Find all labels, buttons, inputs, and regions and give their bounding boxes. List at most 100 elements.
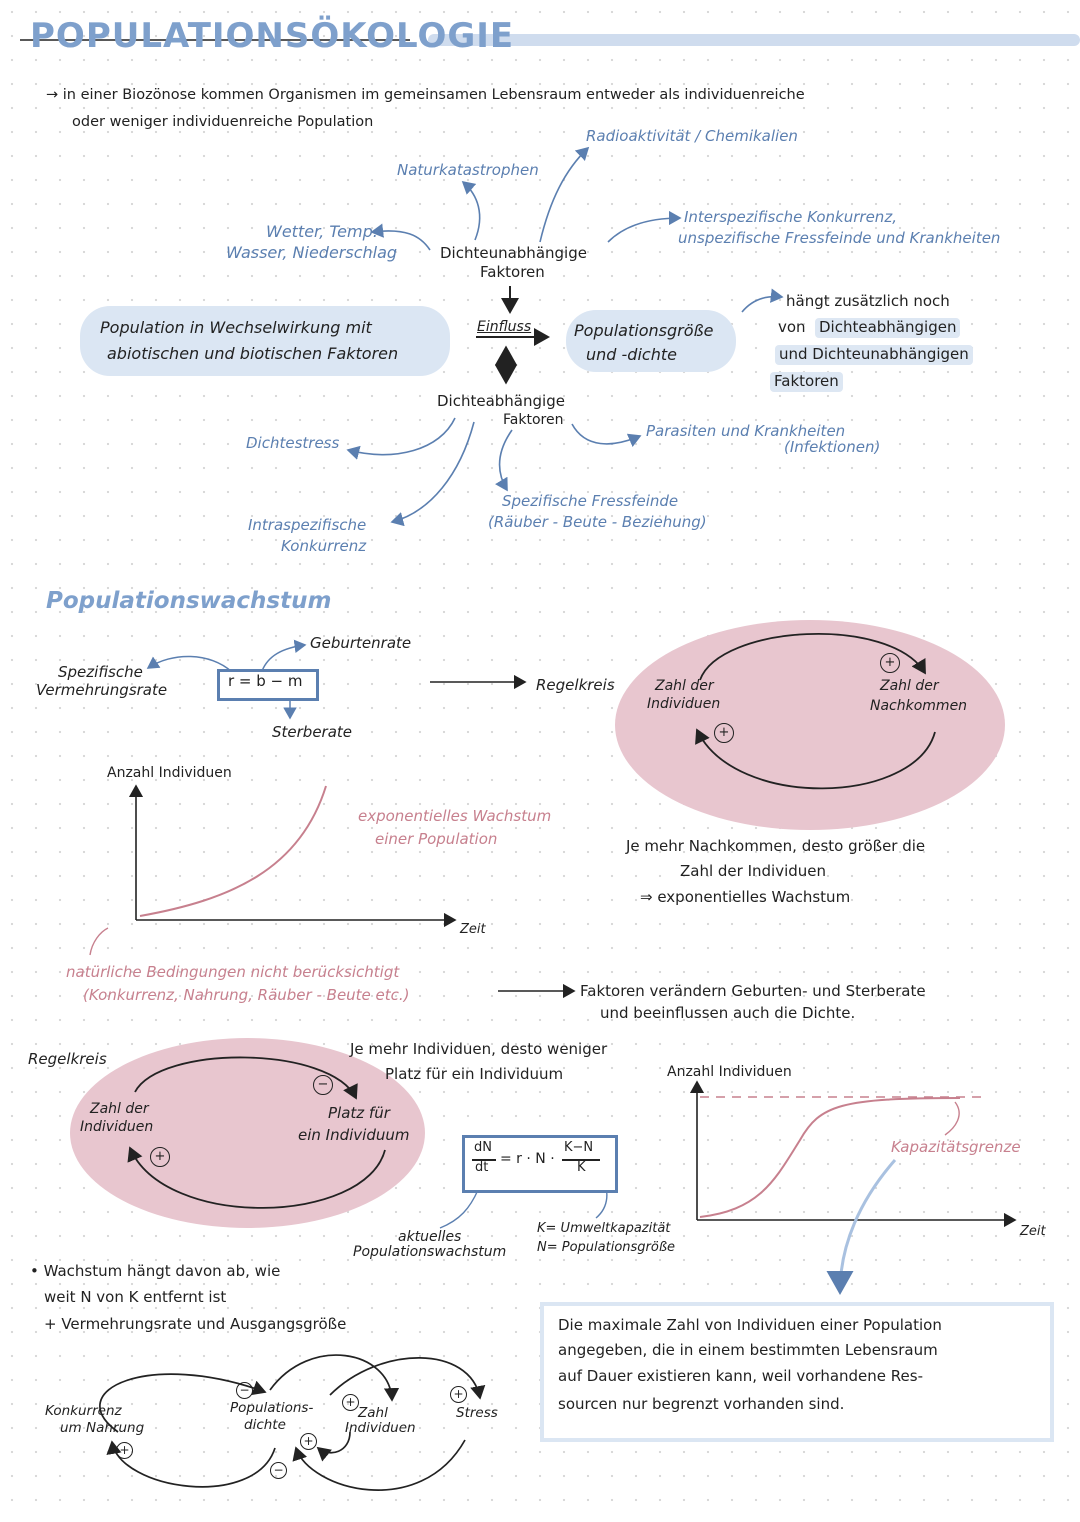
label-haengt4: Faktoren	[770, 372, 843, 392]
loop1-left-2: Individuen	[647, 696, 721, 712]
definition-line4: sourcen nur begrenzt vorhanden sind.	[558, 1395, 845, 1413]
label-unspezifisch: unspezifische Fressfeinde und Krankheite…	[678, 229, 1001, 247]
label-vermehrungsrate: Vermehrungsrate	[36, 681, 168, 699]
label-regelkreis2: Regelkreis	[28, 1050, 107, 1068]
label-spezifische: Spezifische	[58, 663, 143, 681]
label-radioaktiv: Radioaktivität / Chemikalien	[586, 127, 798, 145]
loop1-plus-top: +	[880, 653, 900, 673]
label-haengt3: und Dichteunabhängigen	[775, 345, 973, 365]
arrow-kapazitaet-def	[826, 1159, 897, 1295]
label-faktoren1: Faktoren verändern Geburten- und Sterber…	[580, 982, 926, 1000]
arrow-natuerlich	[89, 927, 109, 956]
label-intra2: Konkurrenz	[281, 537, 367, 555]
formula-K: K	[577, 1160, 586, 1175]
label-popgroesse2: und -dichte	[586, 345, 677, 364]
definition-line2: angegeben, die in einem bestimmten Leben…	[558, 1341, 938, 1359]
label-bullet3: + Vermehrungsrate und Ausgangsgröße	[44, 1315, 347, 1333]
label-interspezifisch: Interspezifische Konkurrenz,	[684, 208, 897, 226]
label-exp1: exponentielles Wachstum	[358, 807, 552, 825]
loop1-left-1: Zahl der	[655, 678, 714, 694]
label-wechselwirkung1: Population in Wechselwirkung mit	[100, 318, 372, 337]
loop2-right-2: ein Individuum	[298, 1126, 410, 1144]
label-je1: Je mehr Nachkommen, desto größer die	[626, 837, 926, 855]
loop2-bottom-arrow	[127, 1146, 386, 1209]
formula-bar1	[472, 1159, 496, 1161]
bottom-zahl1: Zahl	[358, 1405, 388, 1421]
formula-box-logistic	[462, 1135, 618, 1193]
bottom-arc2	[106, 1440, 276, 1488]
formula-box-r	[217, 669, 319, 701]
label-dichteabhaengige: Dichteabhängige	[437, 392, 565, 410]
bottom-arc5	[329, 1357, 486, 1400]
arrow-spez	[495, 429, 513, 492]
label-dichteunabhaengige: Dichteunabhängige	[440, 244, 587, 262]
arrow-intra	[390, 421, 475, 527]
label-naturkatastrophen: Naturkatastrophen	[397, 161, 539, 179]
graph1-xlabel: Zeit	[460, 922, 486, 937]
bottom-arc6	[292, 1439, 466, 1491]
bottom-pop2: dichte	[244, 1417, 286, 1433]
definition-box	[540, 1302, 1054, 1442]
label-einfluss: Einfluss	[477, 319, 532, 335]
loop2-minus: −	[313, 1075, 333, 1095]
loop1-right-1: Zahl der	[880, 678, 939, 694]
graph2-ylabel: Anzahl Individuen	[667, 1064, 792, 1080]
loop2-top-arrow	[134, 1056, 358, 1100]
bottom-plus3: +	[116, 1442, 133, 1459]
intro-line1: → in einer Biozönose kommen Organismen i…	[46, 87, 805, 103]
label-natuerlich1: natürliche Bedingungen nicht berücksicht…	[66, 963, 400, 981]
label-dichtestress: Dichtestress	[246, 434, 340, 452]
label-spezifisch1: Spezifische Fressfeinde	[502, 492, 679, 510]
bottom-plus2: +	[450, 1386, 467, 1403]
label-haengt2b: Dichteabhängigen	[815, 318, 961, 338]
bottom-plus1: +	[342, 1394, 359, 1411]
graph2-curve	[699, 1097, 961, 1218]
page-title: POPULATIONSÖKOLOGIE	[30, 16, 515, 56]
regelkreis1-cloud	[615, 620, 1005, 830]
label-kdef: K= Umweltkapazität	[537, 1221, 671, 1236]
label-aktuelles2: Populationswachstum	[353, 1244, 507, 1260]
label-faktoren2: und beeinflussen auch die Dichte.	[600, 1004, 856, 1022]
loop2-plus: +	[150, 1147, 170, 1167]
label-regelkreis1: Regelkreis	[536, 676, 615, 694]
definition-line3: auf Dauer existieren kann, weil vorhande…	[558, 1367, 923, 1385]
arrow-natur	[461, 180, 481, 241]
label-je-mehr1: Je mehr Individuen, desto weniger	[350, 1040, 608, 1058]
arrow-parasiten	[571, 423, 642, 448]
formula-dt: dt	[475, 1160, 489, 1175]
arrow-inter	[607, 210, 682, 243]
graph1-ylabel: Anzahl Individuen	[107, 765, 232, 781]
label-bullet2: weit N von K entfernt ist	[44, 1288, 227, 1306]
label-wetter2: Wasser, Niederschlag	[226, 243, 398, 262]
label-sterberate: Sterberate	[272, 723, 353, 741]
label-spezifisch2: (Räuber - Beute - Beziehung)	[488, 513, 707, 531]
arrow-dichtestress	[346, 417, 456, 460]
bottom-plus4: +	[300, 1433, 317, 1450]
formula-bar2	[562, 1159, 600, 1161]
wechselwirkung-cloud	[80, 306, 450, 376]
bottom-stress: Stress	[456, 1405, 498, 1421]
label-bullet1: • Wachstum hängt davon ab, wie	[30, 1262, 281, 1280]
arrow-aktuelles	[439, 1189, 479, 1229]
graph2-xlabel: Zeit	[1020, 1224, 1046, 1239]
label-aktuelles1: aktuelles	[398, 1229, 462, 1245]
label-wetter1: Wetter, Temp.	[266, 222, 378, 241]
bottom-arc4	[316, 1431, 351, 1462]
label-intra1: Intraspezifische	[248, 516, 367, 534]
arrow-spezifisch	[146, 655, 233, 673]
label-faktoren-unabh: Faktoren	[480, 263, 545, 281]
arrow-kapazitaet-curl	[944, 1101, 960, 1136]
label-je-mehr2: Platz für ein Individuum	[385, 1065, 564, 1083]
arrow-wetter	[370, 223, 431, 251]
loop2-right-1: Platz für	[328, 1104, 390, 1122]
loop1-top-arrow	[699, 633, 926, 681]
arrow-geburtenrate	[261, 639, 307, 672]
bottom-arc3	[269, 1354, 400, 1402]
label-parasiten1: Parasiten und Krankheiten	[646, 422, 846, 440]
bottom-konk2: um Nahrung	[60, 1420, 145, 1436]
formula-mid: = r · N ·	[500, 1151, 555, 1167]
loop1-plus-bottom: +	[714, 723, 734, 743]
label-natuerlich2: (Konkurrenz, Nahrung, Räuber - Beute etc…	[83, 986, 410, 1004]
definition-line1: Die maximale Zahl von Individuen einer P…	[558, 1316, 942, 1334]
title-bar	[428, 34, 1080, 46]
